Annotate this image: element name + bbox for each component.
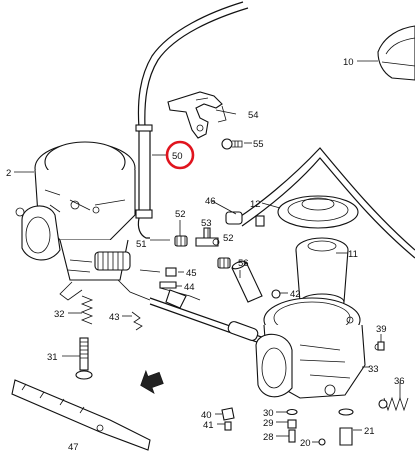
callout-31: 31 [47,352,58,363]
callout-11: 11 [348,249,358,260]
piston-11 [295,237,349,311]
callout-10: 10 [343,57,354,68]
needle-28 [288,429,296,443]
callout-30: 30 [263,408,274,419]
callout-28: 28 [263,432,274,443]
plate-47 [11,379,151,451]
washer-42 [271,289,281,299]
clip-40 [221,407,235,421]
screw-44 [159,281,177,289]
callout-43: 43 [109,312,120,323]
callout-52b: 52 [223,233,234,244]
callout-labels: 2 10 54 50 55 46 12 52 53 52 11 51 45 44… [6,57,405,453]
hose-46 [225,147,415,259]
highlight-ring [165,140,195,170]
callout-36: 36 [394,376,405,387]
pin-41 [224,421,232,431]
callout-46: 46 [205,196,216,207]
callout-2: 2 [6,168,11,179]
nut-45 [165,267,177,277]
callout-20: 20 [300,438,311,449]
nipple-39 [377,341,385,351]
callout-45: 45 [186,268,197,279]
callout-12: 12 [250,199,261,210]
throttle-linkage [149,287,271,347]
callout-40: 40 [201,410,212,421]
callout-39: 39 [376,324,387,335]
callout-55: 55 [253,139,264,150]
callout-21: 21 [364,426,375,437]
callout-41: 41 [203,420,214,431]
hose-56 [231,260,263,303]
callout-50: 50 [172,151,183,162]
leader-lines [14,60,401,443]
callout-51: 51 [136,239,147,250]
spring-32 [80,295,94,325]
float-21 [338,408,354,446]
callout-44: 44 [184,282,195,293]
spring-43 [131,311,143,331]
callout-29: 29 [263,418,274,429]
callout-47: 47 [68,442,79,453]
diaphragm-12 [277,195,359,229]
callout-42: 42 [290,289,301,300]
fitting-52b [217,257,231,269]
ring-30 [286,408,298,416]
t-joint-53 [195,227,220,247]
fitting-52a [174,235,188,247]
direction-arrow-icon [140,369,164,394]
callout-54: 54 [248,110,259,121]
callout-32: 32 [54,309,65,320]
carburetor-front [255,297,382,399]
screw-55 [221,138,243,150]
screw-20 [318,438,326,446]
bracket-54 [167,91,227,139]
screw-31 [75,337,93,380]
callout-33: 33 [368,364,379,375]
top-cap-10 [377,25,415,81]
vent-hose [135,1,249,239]
callout-52a: 52 [175,209,186,220]
callout-56: 56 [238,258,249,269]
spring-36 [378,396,409,412]
jet-29 [287,419,297,429]
carburetor-rear [15,141,161,301]
callout-53: 53 [201,218,212,229]
